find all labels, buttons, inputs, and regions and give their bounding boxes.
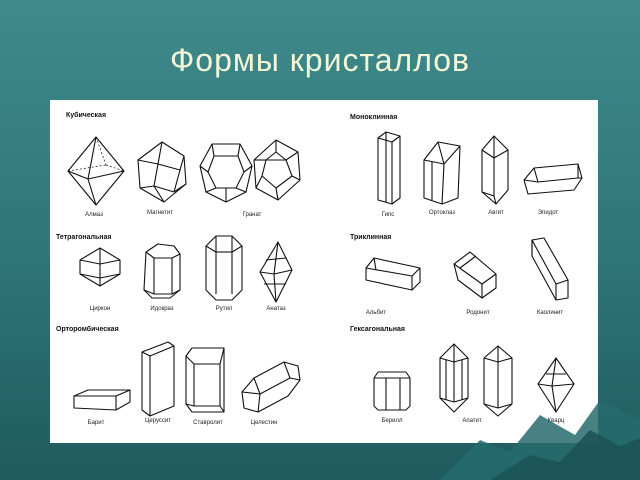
- crystal-apatite-1: [439, 343, 469, 413]
- crystal-celestine: [241, 361, 301, 413]
- crystal-epidote: [523, 163, 583, 195]
- crystal-anatase: [259, 241, 293, 303]
- crystal-albite: [365, 257, 421, 291]
- label-anatase: Анатаз: [266, 306, 286, 312]
- section-monoclinic: Моноклинная: [350, 114, 398, 121]
- crystal-octahedron-diamond: [67, 136, 125, 206]
- crystal-staurolite: [185, 347, 225, 413]
- crystal-apatite-2: [483, 345, 513, 417]
- label-diamond: Алмаз: [85, 212, 103, 218]
- crystal-pyritohedron-pyrite: [253, 139, 301, 201]
- section-cubic: Кубическая: [66, 112, 107, 119]
- label-idocrase: Идокраз: [150, 306, 174, 312]
- label-zircon: Циркон: [89, 306, 111, 312]
- slide-title: Формы кристаллов: [169, 42, 471, 78]
- label-magnetite: Магнетит: [147, 210, 173, 216]
- crystal-quartz-bipyramid: [537, 357, 575, 413]
- label-gypsum: Гипс: [381, 212, 395, 218]
- label-quartz: Кварц: [547, 418, 565, 424]
- section-hexagonal: Гексагональная: [350, 326, 405, 333]
- label-epidote: Эпидот: [537, 210, 559, 216]
- crystal-rhodonite: [453, 251, 497, 299]
- label-apatite: Апатит: [462, 418, 482, 424]
- label-barite: Барит: [87, 420, 105, 426]
- crystal-trapezohedron-garnet: [199, 143, 253, 203]
- crystal-kaolinite: [531, 237, 569, 301]
- section-tetragonal: Тетрагональная: [56, 234, 112, 241]
- crystal-cerussite: [141, 341, 175, 417]
- crystal-beryl: [373, 371, 411, 411]
- label-staurolite: Ставролит: [193, 420, 223, 426]
- section-orthorhombic: Орторомбическая: [56, 326, 119, 333]
- label-beryl: Берилл: [381, 418, 403, 424]
- section-triclinic: Триклинная: [350, 234, 392, 241]
- label-rhodonite: Родонит: [466, 310, 490, 316]
- label-augite: Авгит: [488, 210, 504, 216]
- label-albite: Альбит: [365, 310, 387, 316]
- crystal-idocrase: [143, 243, 181, 299]
- crystal-gypsum: [377, 131, 401, 205]
- crystal-zircon: [79, 247, 121, 287]
- label-garnet: Гранат: [242, 212, 262, 218]
- crystal-barite: [73, 389, 131, 411]
- crystal-dodecahedron-magnetite: [137, 141, 187, 203]
- label-cerussite: Церуссит: [144, 418, 172, 424]
- crystal-rutile: [205, 235, 243, 301]
- label-rutile: Рутил: [215, 306, 233, 312]
- crystal-orthoclase: [423, 141, 461, 205]
- label-celestine: Целестин: [250, 420, 278, 426]
- crystal-augite: [481, 135, 509, 205]
- label-kaolinite: Каолинит: [536, 310, 564, 316]
- label-orthoclase: Ортоклаз: [428, 210, 456, 216]
